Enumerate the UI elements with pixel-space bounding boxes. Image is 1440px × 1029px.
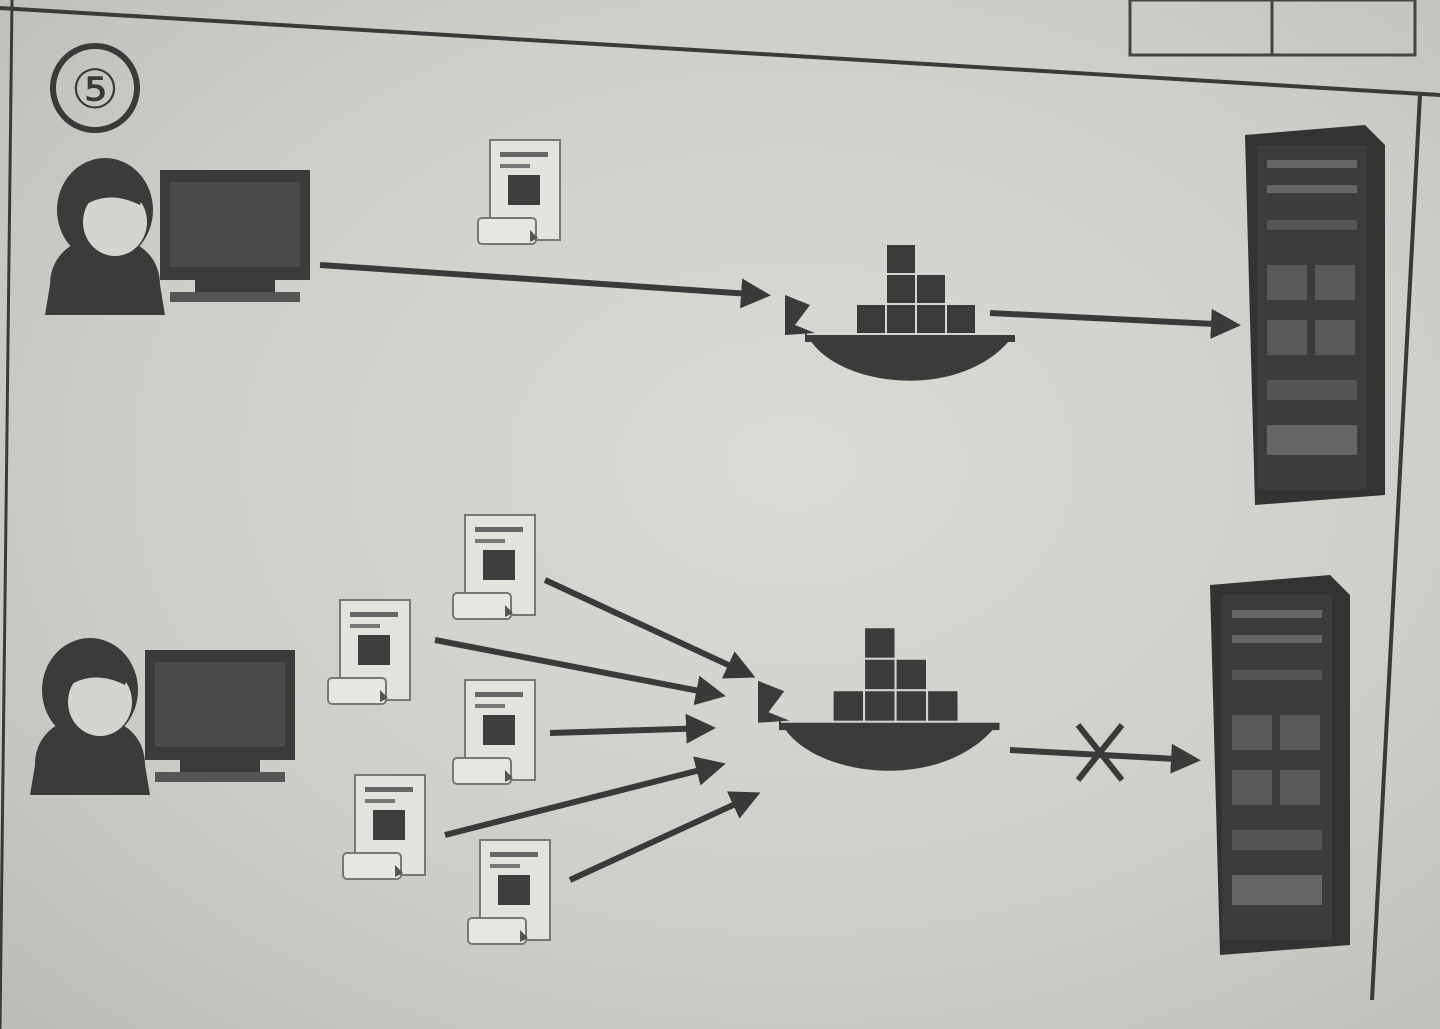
document-icon — [342, 774, 426, 880]
arrow-document-to-container — [549, 713, 716, 744]
document-icon — [452, 514, 536, 620]
docker-whale-icon — [785, 245, 1015, 381]
person-at-computer-icon — [30, 638, 295, 795]
docker-whale-icon — [757, 628, 1000, 771]
arrow-document-to-container — [434, 637, 726, 706]
document-icon — [452, 679, 536, 785]
arrow-document-to-container — [444, 756, 726, 838]
frame-top-line — [0, 6, 1440, 97]
person-at-computer-icon — [45, 158, 310, 315]
document-icon — [327, 599, 411, 705]
document-icon — [477, 139, 561, 245]
server-rack-icon — [1245, 125, 1385, 505]
arrow-document-to-container — [543, 577, 756, 679]
frame-left-line — [0, 0, 14, 1029]
step-marker-circle — [50, 43, 140, 133]
document-icon — [467, 839, 551, 945]
step-marker: ⑤ — [71, 58, 119, 121]
frame-right-line — [1370, 94, 1422, 1001]
x-mark-icon — [1075, 723, 1125, 782]
server-rack-icon — [1210, 575, 1350, 955]
arrow-document-to-container — [568, 791, 761, 883]
arrow-person-to-container — [319, 262, 771, 309]
arrow-container-to-server — [989, 308, 1241, 339]
